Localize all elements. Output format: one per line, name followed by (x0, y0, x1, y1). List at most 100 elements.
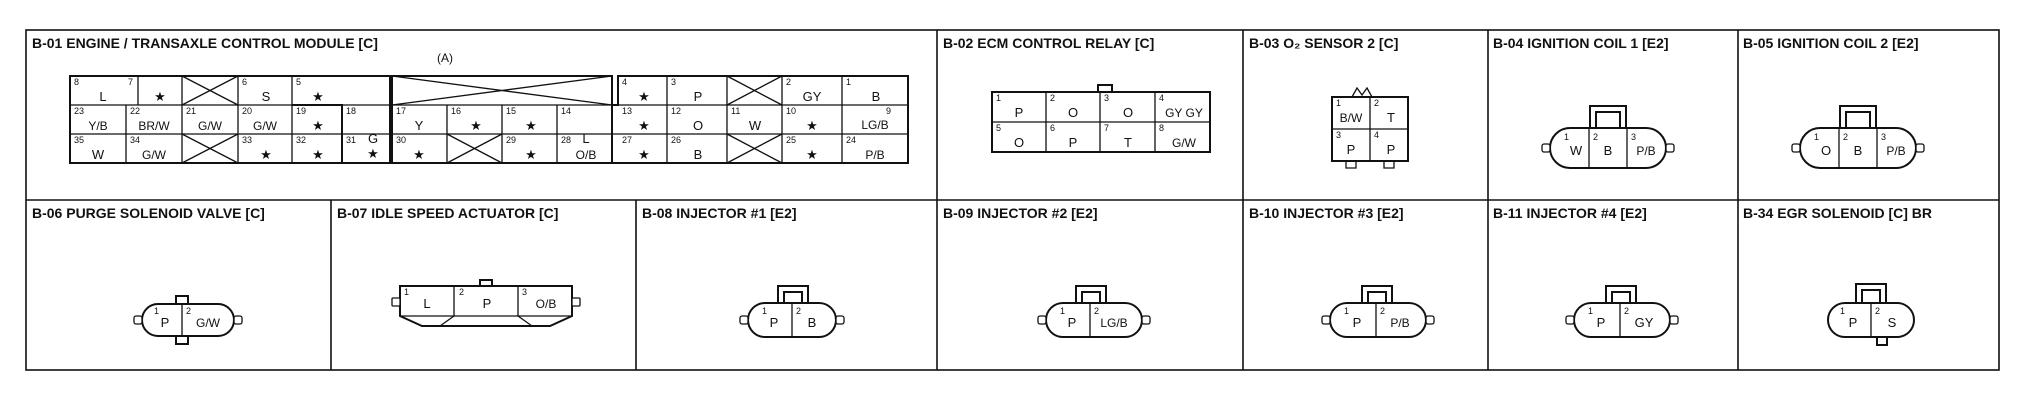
panel-b07: B-07 IDLE SPEED ACTUATOR [C] 1 L 2 P 3 O… (337, 205, 581, 327)
pin-number: 1 (996, 93, 1001, 103)
wire-color: B (808, 315, 817, 330)
pin-number: 29 (506, 135, 516, 145)
pin-number: 1 (1564, 132, 1569, 142)
wire-color: P/B (1390, 316, 1409, 330)
pin-number: 1 (154, 306, 159, 316)
wire-color: S (262, 89, 271, 104)
wire-color: ★ (312, 89, 324, 104)
pin-number: 3 (1104, 93, 1109, 103)
wire-color: L (423, 296, 430, 311)
wire-color: O/B (576, 148, 597, 162)
wire-color: P (1068, 315, 1077, 330)
panel-title-b06: B-06 PURGE SOLENOID VALVE [C] (32, 205, 265, 221)
pin-number: 28 (561, 135, 571, 145)
pin-number: 2 (786, 77, 791, 87)
pin-number: 9 (886, 106, 891, 116)
pin-number: 23 (74, 106, 84, 116)
pin-number: 24 (846, 135, 856, 145)
wire-color: P (1387, 142, 1396, 157)
pin-number: 2 (186, 306, 191, 316)
pin-number: 6 (1050, 123, 1055, 133)
panel-title-b10: B-10 INJECTOR #3 [E2] (1249, 205, 1404, 221)
injector-lock-tab (1605, 285, 1637, 303)
panel-title-b34: B-34 EGR SOLENOID [C] BR (1743, 205, 1932, 221)
panel-title-b04: B-04 IGNITION COIL 1 [E2] (1493, 35, 1669, 51)
wire-color: O (1068, 105, 1078, 120)
pin-number: 6 (242, 77, 247, 87)
wire-color: S (1888, 315, 1897, 330)
wire-color: ★ (413, 147, 425, 162)
wire-color: O (1821, 143, 1831, 158)
pin-number: 2 (459, 287, 464, 297)
panel-b34: B-34 EGR SOLENOID [C] BR 1 P 2 S (1743, 205, 1932, 346)
panel-b04: B-04 IGNITION COIL 1 [E2] 1 W 2 B 3 P/B (1493, 35, 1675, 169)
wire-color: GY (1635, 315, 1654, 330)
wire-color: ★ (638, 118, 650, 133)
pin-number: 1 (1840, 306, 1845, 316)
wire-color: ★ (806, 147, 818, 162)
pin-number: 1 (1336, 98, 1341, 108)
wire-color: P (1849, 315, 1858, 330)
wire-color: ★ (312, 147, 324, 162)
pin-number: 3 (1336, 130, 1341, 140)
wire-color: W (749, 118, 762, 133)
wire-color: P/B (865, 148, 884, 162)
panel-b03: B-03 O₂ SENSOR 2 [C] 1 B/W 2 T 3 P 4 P (1249, 35, 1409, 169)
pin-number: 21 (186, 106, 196, 116)
pin-number: 4 (622, 77, 627, 87)
pin-number: 2 (796, 306, 801, 316)
wire-color: ★ (312, 118, 324, 133)
wire-color: B (1854, 143, 1863, 158)
panel-title-b02: B-02 ECM CONTROL RELAY [C] (943, 35, 1154, 51)
pin-number: 2 (1380, 306, 1385, 316)
solenoid-lock-tab (1855, 283, 1887, 303)
pin-number: 26 (671, 135, 681, 145)
panel-b10: B-10 INJECTOR #3 [E2] 1 P 2 P/B (1249, 205, 1435, 338)
pin-number: 19 (296, 106, 306, 116)
wire-color: L (99, 89, 106, 104)
pin-number: 20 (242, 106, 252, 116)
wire-color: LG/B (1100, 316, 1127, 330)
wire-color: B (872, 89, 881, 104)
pin-number: 3 (1631, 132, 1636, 142)
wire-color: P (1597, 315, 1606, 330)
pin-number: 5 (996, 123, 1001, 133)
wire-color: O/B (536, 297, 557, 311)
wire-color: P/B (1886, 144, 1905, 158)
wire-color: T (1124, 135, 1132, 150)
pin-number: 1 (1344, 306, 1349, 316)
sensor-lock-tab (1351, 86, 1373, 98)
wire-color: P (1353, 315, 1362, 330)
panel-title-b11: B-11 INJECTOR #4 [E2] (1493, 205, 1647, 221)
pin-number: 2 (1875, 306, 1880, 316)
pin-number: 4 (1374, 130, 1379, 140)
pin-number: 11 (731, 106, 740, 116)
wire-color: Y (415, 118, 424, 133)
connector-view-label: (A) (437, 51, 453, 65)
panel-title-b08: B-08 INJECTOR #1 [E2] (642, 205, 797, 221)
wire-color: P (1015, 105, 1024, 120)
panel-b08: B-08 INJECTOR #1 [E2] 1 P 2 B (642, 205, 845, 338)
valve-key (175, 295, 189, 305)
wire-color: B (694, 147, 703, 162)
pin-number: 13 (622, 106, 632, 116)
wire-color: B (1604, 143, 1613, 158)
pin-number: 14 (561, 106, 571, 116)
pin-number: 1 (1588, 306, 1593, 316)
pin-number: 2 (1050, 93, 1055, 103)
injector-lock-tab (777, 285, 809, 303)
pin-number: 2 (1624, 306, 1629, 316)
wire-color: G/W (142, 148, 167, 162)
wire-color: ★ (470, 118, 482, 133)
panel-b09: B-09 INJECTOR #2 [E2] 1 P 2 LG/B (943, 205, 1151, 338)
wire-color: ★ (806, 118, 818, 133)
b01-pins: 8 L 7 ★ 6 S 5 ★ 4 ★ 3 P 2 GY 1 B 23 Y/B … (74, 77, 891, 162)
wire-color: O (1014, 135, 1024, 150)
wire-color: G/W (196, 316, 221, 330)
panel-title-b05: B-05 IGNITION COIL 2 [E2] (1743, 35, 1919, 51)
panel-b02: B-02 ECM CONTROL RELAY [C] 1 P 2 O 3 O 4… (943, 35, 1211, 153)
wire-color: ★ (525, 147, 537, 162)
wire-color: GY GY (1165, 106, 1203, 120)
b01-right-block (612, 75, 909, 164)
pin-number: 25 (786, 135, 796, 145)
